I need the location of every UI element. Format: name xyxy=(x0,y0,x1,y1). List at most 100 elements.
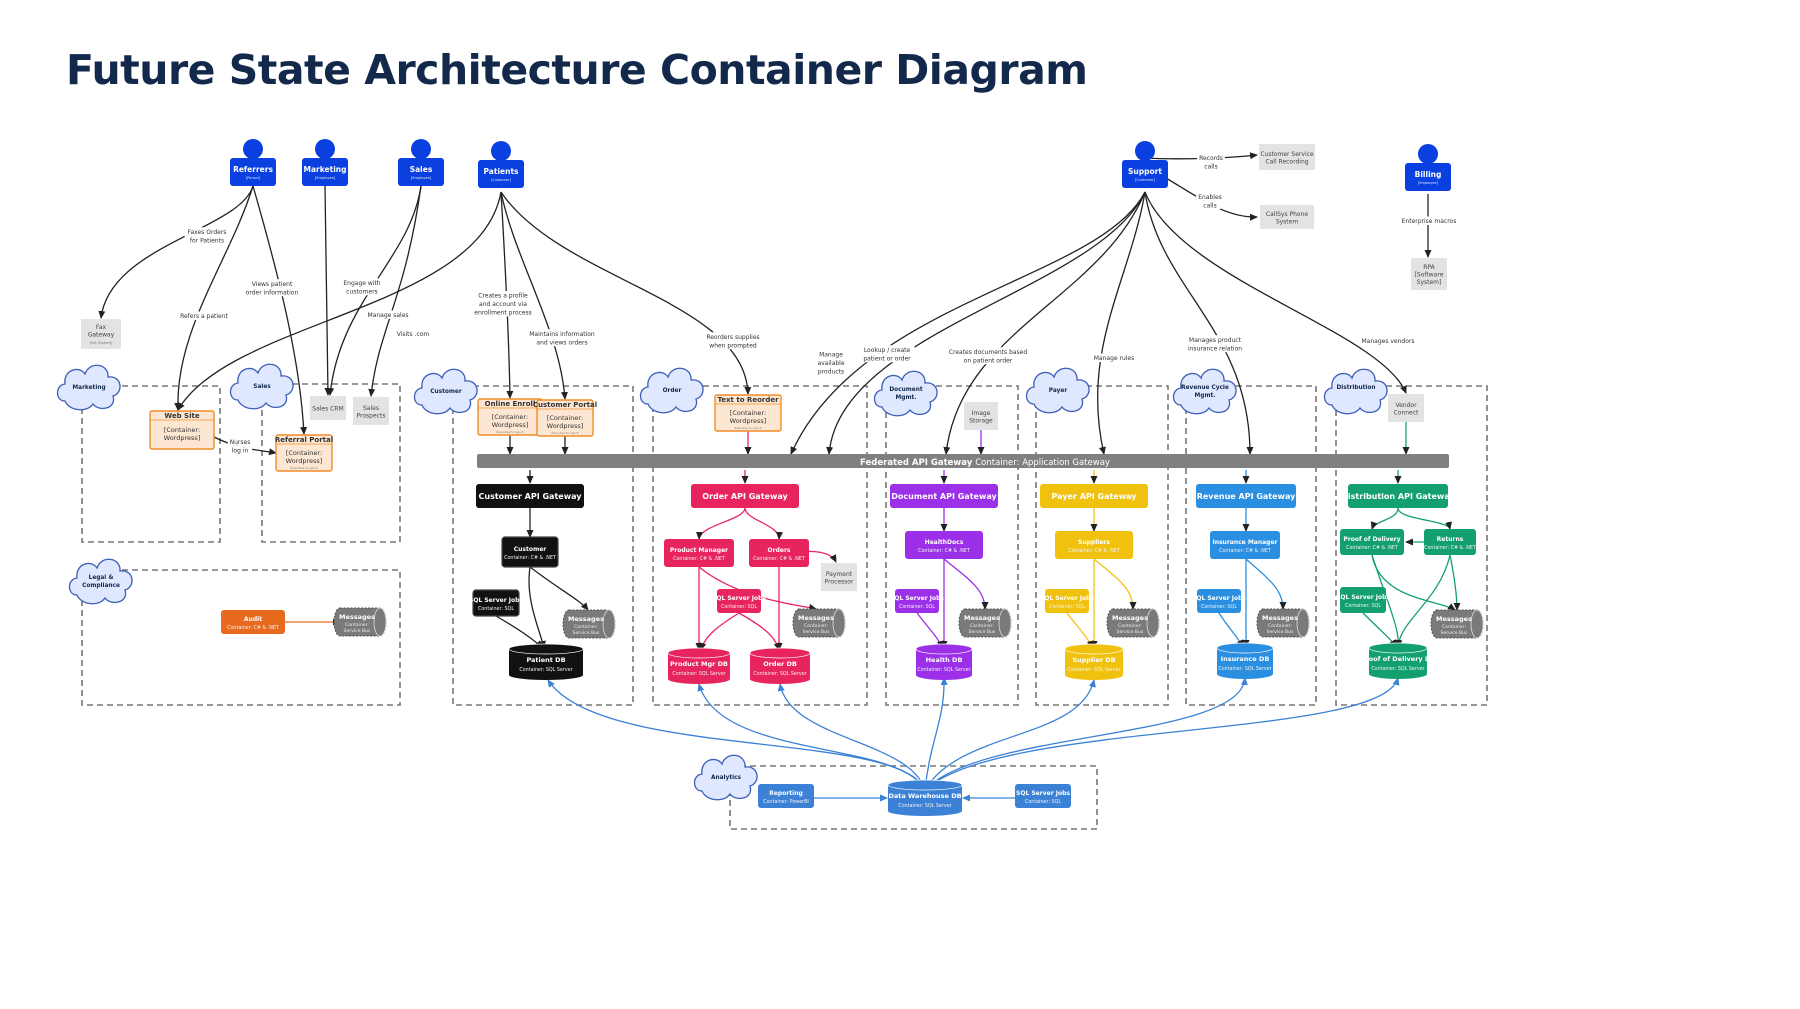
edge-label-bg xyxy=(1091,353,1137,362)
zone-document-boundary xyxy=(885,385,1019,706)
container-type: Container: C# & .NET xyxy=(1424,545,1476,551)
edge-label-bg xyxy=(1197,153,1225,162)
person-type: [Person] xyxy=(246,176,261,180)
database-title: Supplier DB xyxy=(1072,656,1115,664)
edge-label-bg xyxy=(524,329,600,338)
message-queue-title: Messages xyxy=(1112,614,1148,622)
container-type: Container: C# & .NET xyxy=(753,556,805,562)
zone-distribution-cloud: Distribution xyxy=(1323,368,1388,415)
cloud-shape xyxy=(1172,368,1237,415)
federated-gateway-sub: Container: Application Gateway xyxy=(975,458,1110,468)
container-type: Container: C# & .NET xyxy=(1219,548,1271,554)
wordpress-type: Wordpress] xyxy=(730,417,767,425)
database-top xyxy=(1064,643,1124,655)
edge-label-vendors: Manages vendors xyxy=(1360,336,1416,345)
revenue-connector-3 xyxy=(1245,558,1287,610)
message-queue-title: Messages xyxy=(1262,614,1298,622)
api-gateway-box xyxy=(1196,484,1296,508)
payer-connector-4 xyxy=(1066,612,1094,649)
zone-revenue-boundary xyxy=(1185,385,1317,706)
message-queue-title: Messages xyxy=(798,614,834,622)
dark-connector-8 xyxy=(500,191,568,400)
external-box xyxy=(964,402,998,430)
database-title: Data Warehouse DB xyxy=(888,792,961,800)
edge-label-text: Manages vendors xyxy=(1362,338,1415,345)
edge-label-bg xyxy=(227,437,253,446)
database-body xyxy=(1065,649,1123,680)
edge-label-bg xyxy=(392,329,434,338)
message-queue-type: Container: xyxy=(1268,623,1292,629)
external-label: Fax xyxy=(96,324,107,331)
container-box xyxy=(905,531,983,559)
database-top xyxy=(887,779,963,791)
container-type: Container: C# & .NET xyxy=(1068,548,1120,554)
edge-label-text: patient or order xyxy=(863,355,911,362)
zone-payer-cloud: Payer xyxy=(1025,367,1090,414)
container-box xyxy=(749,539,809,567)
database-body xyxy=(1217,648,1273,679)
zone-customer-cloud: Customer xyxy=(413,368,478,415)
edge-label-text: order information xyxy=(246,289,299,296)
api-gateway-distribution: Distribution API Gateway xyxy=(1341,484,1455,508)
dark-connector-15 xyxy=(1144,191,1407,394)
container-title: Returns xyxy=(1437,536,1464,543)
edge-label-text: on patient order xyxy=(964,357,1013,364)
edge-label-text: Maintains information xyxy=(529,331,595,338)
external-label: Prospects xyxy=(357,412,386,419)
message-queue-title: Messages xyxy=(1436,615,1472,623)
person-type: [Employee] xyxy=(315,176,336,180)
dark-connector-1 xyxy=(174,185,254,411)
edge-label-text: Manage xyxy=(819,352,843,359)
edge-label-text: and account via xyxy=(479,301,527,308)
edge-label-bg xyxy=(247,279,297,288)
container-type: Container: C# & .NET xyxy=(673,556,725,562)
order-connector-7 xyxy=(699,612,740,651)
edge-label-text: Nurses xyxy=(230,439,251,446)
document-connector-4 xyxy=(916,612,944,649)
api-gateway-box xyxy=(691,484,799,508)
edge-label-bg xyxy=(1196,192,1224,201)
zone-marketing-boundary xyxy=(81,385,221,543)
document-connector-3 xyxy=(943,558,989,610)
api-gateway-label: Document API Gateway xyxy=(891,492,997,501)
dark-connector-9 xyxy=(500,191,752,395)
external-label: Connect xyxy=(1394,409,1419,416)
container-box xyxy=(1424,529,1476,555)
container-title: SQL Server Jobs xyxy=(1336,594,1390,601)
person-patients: Patients[Customer] xyxy=(478,141,524,188)
edge-label-visits: Visits .com xyxy=(392,329,434,338)
wordpress-type: Wordpress] xyxy=(164,434,201,442)
analytics-connector-3 xyxy=(924,677,948,791)
person-body xyxy=(1122,160,1168,188)
database-type: Container: SQL Server xyxy=(672,671,725,677)
external-label: RPA xyxy=(1423,264,1435,271)
container-type: Container: SQL xyxy=(1049,604,1085,610)
container-type: Container: C# & .NET xyxy=(504,555,556,561)
container-title: Suppliers xyxy=(1078,539,1110,546)
analytics-connector-2 xyxy=(777,683,926,791)
message-queue-type: Container: xyxy=(574,624,598,630)
edge-label-text: Engage with xyxy=(343,280,380,287)
person-head-icon xyxy=(1135,141,1155,161)
edge-label-bg xyxy=(241,287,303,297)
zone-label: Payer xyxy=(1049,388,1068,394)
database-type: Container: SQL Server xyxy=(519,667,572,673)
